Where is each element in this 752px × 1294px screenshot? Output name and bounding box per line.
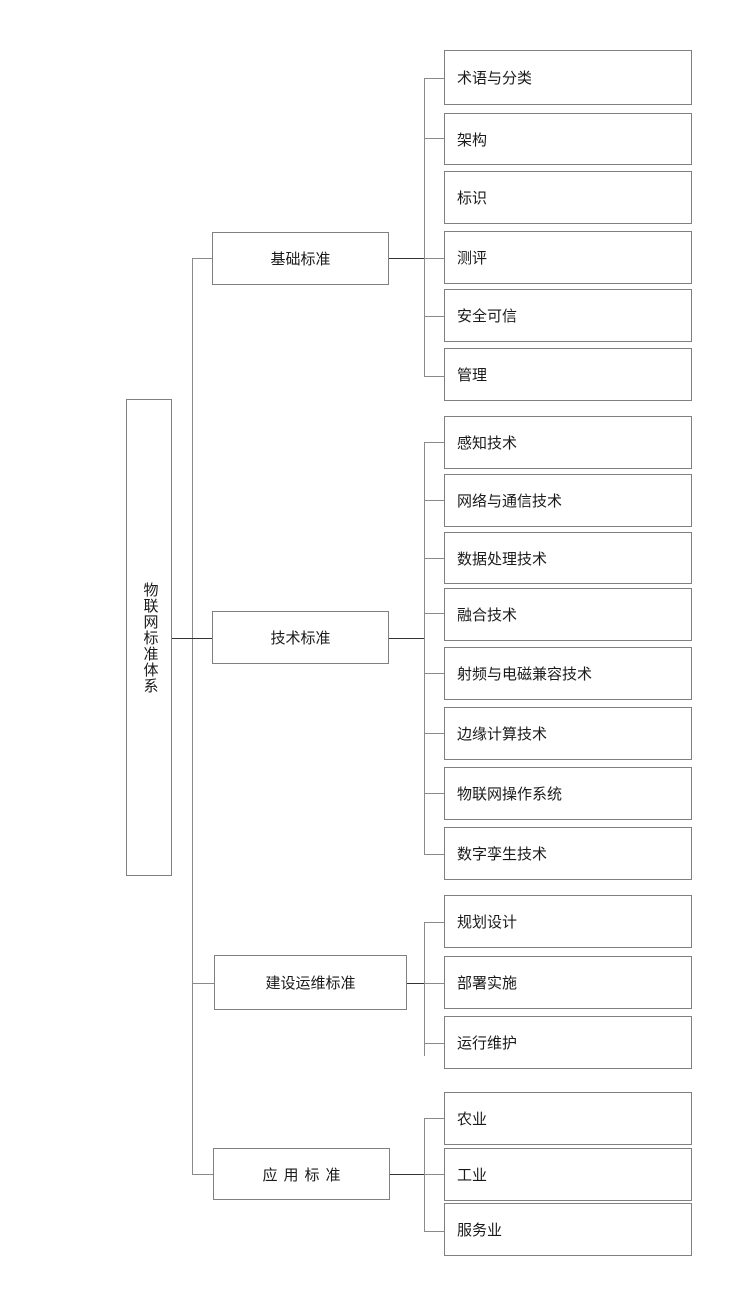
- leaf-stub-1-4: [424, 258, 444, 259]
- leaf-node-4-2[interactable]: 工业: [444, 1148, 692, 1201]
- trunk-vertical-connector: [192, 258, 193, 1175]
- leaf-node-3-3-label: 运行维护: [457, 1036, 518, 1052]
- leaf-node-2-4-label: 融合技术: [457, 608, 518, 624]
- leaf-node-1-2-label: 架构: [457, 132, 488, 149]
- leaf-node-1-5-label: 安全可信: [457, 309, 518, 325]
- leaf-node-1-4-label: 测评: [457, 251, 488, 267]
- leaf-stub-4-3: [424, 1231, 444, 1232]
- leaf-node-2-6-label: 边缘计算技术: [457, 727, 548, 743]
- leaf-node-2-6[interactable]: 边缘计算技术: [444, 707, 692, 760]
- branch-connector-1: [192, 258, 212, 259]
- leaf-stub-1-6: [424, 376, 444, 377]
- branch-connector-2: [192, 638, 212, 639]
- leaf-stub-3-3: [424, 1043, 444, 1044]
- branch-connector-3: [192, 983, 214, 984]
- leaf-node-2-2-label: 网络与通信技术: [457, 494, 563, 510]
- leaf-stub-3-1: [424, 922, 444, 923]
- leaf-node-2-2[interactable]: 网络与通信技术: [444, 474, 692, 527]
- category-node-1-label: 基础标准: [270, 252, 331, 268]
- leaf-node-1-4[interactable]: 测评: [444, 231, 692, 284]
- leaf-node-4-3[interactable]: 服务业: [444, 1203, 692, 1256]
- leaf-stub-2-1: [424, 442, 444, 443]
- leaf-node-1-6[interactable]: 管理: [444, 348, 692, 401]
- leaf-stub-2-6: [424, 733, 444, 734]
- leaf-node-3-1-label: 规划设计: [457, 915, 518, 931]
- leaf-node-1-3-label: 标识: [457, 191, 488, 207]
- root-node-label: 物联网标准体系: [141, 581, 158, 694]
- leaf-stub-2-5: [424, 673, 444, 674]
- category-node-1-foundational-standards[interactable]: 基础标准: [212, 232, 389, 285]
- leaf-node-4-1-label: 农业: [457, 1112, 488, 1128]
- branch-4-spine-stub: [390, 1174, 424, 1175]
- leaf-node-1-1[interactable]: 术语与分类: [444, 50, 692, 105]
- leaf-node-2-7-label: 物联网操作系统: [457, 787, 563, 803]
- leaf-node-2-1[interactable]: 感知技术: [444, 416, 692, 469]
- leaf-node-4-1[interactable]: 农业: [444, 1092, 692, 1145]
- branch-connector-4: [192, 1174, 213, 1175]
- leaf-node-2-5[interactable]: 射频与电磁兼容技术: [444, 647, 692, 700]
- leaf-node-2-8-label: 数字孪生技术: [457, 847, 548, 863]
- leaf-node-1-6-label: 管理: [457, 368, 488, 384]
- leaf-stub-1-5: [424, 316, 444, 317]
- leaf-stub-2-3: [424, 558, 444, 559]
- category-node-4-label: 应用标准: [262, 1167, 347, 1184]
- leaf-node-2-7[interactable]: 物联网操作系统: [444, 767, 692, 820]
- leaf-node-1-3[interactable]: 标识: [444, 171, 692, 224]
- leaf-stub-4-1: [424, 1118, 444, 1119]
- leaf-node-3-1[interactable]: 规划设计: [444, 895, 692, 948]
- leaf-node-2-1-label: 感知技术: [457, 436, 518, 452]
- category-node-2-technical-standards[interactable]: 技术标准: [212, 611, 389, 664]
- root-stub-connector: [172, 638, 192, 639]
- leaf-node-1-5[interactable]: 安全可信: [444, 289, 692, 342]
- category-node-2-label: 技术标准: [270, 631, 331, 647]
- branch-2-spine-vertical: [424, 442, 425, 854]
- leaf-stub-3-2: [424, 983, 444, 984]
- leaf-node-2-3[interactable]: 数据处理技术: [444, 532, 692, 584]
- leaf-node-2-8[interactable]: 数字孪生技术: [444, 827, 692, 880]
- category-node-3-construction-ops-standards[interactable]: 建设运维标准: [214, 955, 407, 1010]
- leaf-node-2-5-label: 射频与电磁兼容技术: [457, 667, 593, 683]
- leaf-node-2-4[interactable]: 融合技术: [444, 588, 692, 641]
- leaf-node-4-3-label: 服务业: [457, 1223, 503, 1239]
- branch-3-spine-stub: [407, 983, 424, 984]
- leaf-node-2-3-label: 数据处理技术: [457, 551, 548, 568]
- leaf-node-3-2-label: 部署实施: [457, 976, 518, 992]
- leaf-stub-4-2: [424, 1174, 444, 1175]
- leaf-node-4-2-label: 工业: [457, 1168, 488, 1184]
- leaf-node-3-3[interactable]: 运行维护: [444, 1016, 692, 1069]
- leaf-node-1-1-label: 术语与分类: [457, 71, 533, 87]
- branch-2-spine-stub: [389, 638, 424, 639]
- leaf-stub-2-4: [424, 613, 444, 614]
- branch-1-spine-stub: [389, 258, 424, 259]
- leaf-node-1-2[interactable]: 架构: [444, 113, 692, 165]
- leaf-stub-1-2: [424, 138, 444, 139]
- leaf-node-3-2[interactable]: 部署实施: [444, 956, 692, 1009]
- leaf-stub-2-8: [424, 854, 444, 855]
- branch-3-spine-vertical: [424, 922, 425, 1056]
- leaf-stub-2-7: [424, 793, 444, 794]
- category-node-3-label: 建设运维标准: [265, 976, 356, 992]
- leaf-stub-2-2: [424, 500, 444, 501]
- category-node-4-application-standards[interactable]: 应用标准: [213, 1148, 390, 1200]
- root-node-iot-standards-system[interactable]: 物联网标准体系: [126, 399, 172, 876]
- leaf-stub-1-1: [424, 78, 444, 79]
- branch-1-spine-vertical: [424, 78, 425, 376]
